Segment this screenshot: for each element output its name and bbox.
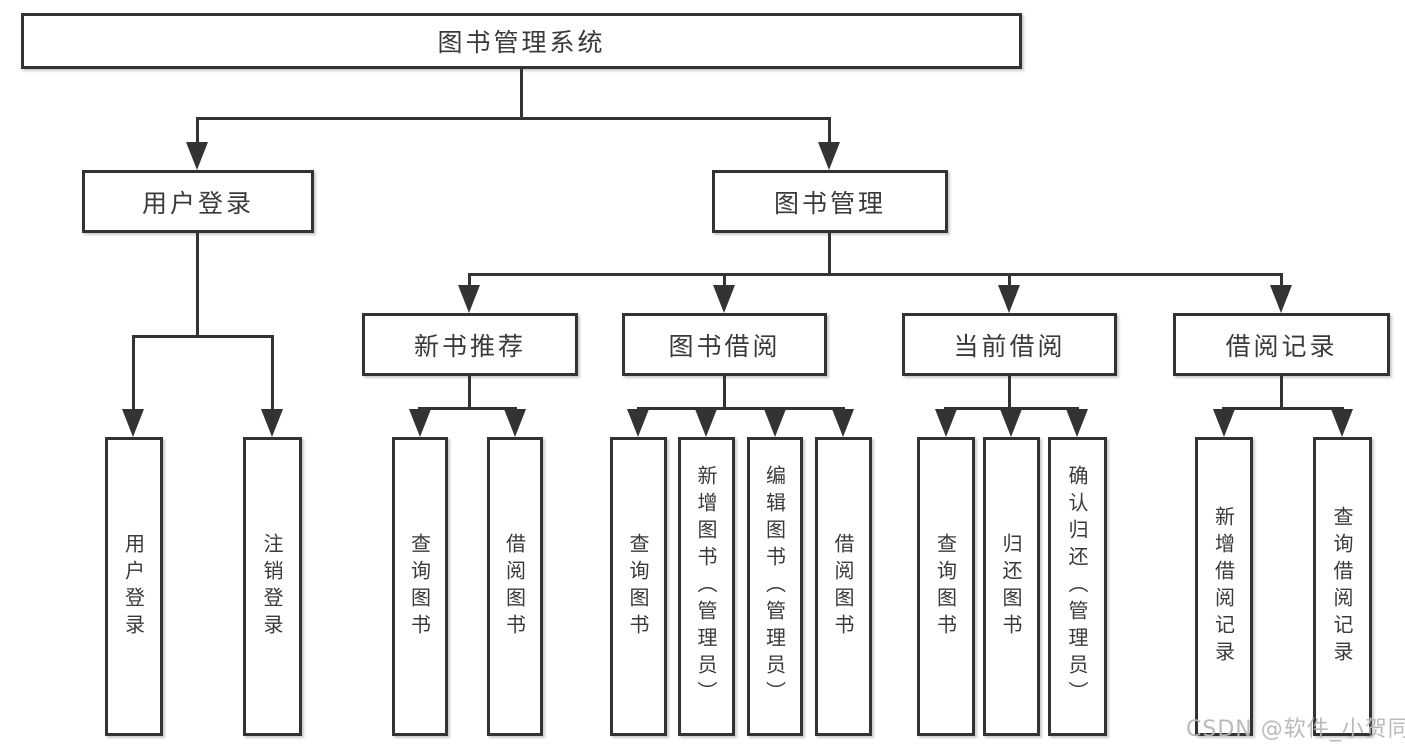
leaf-query-books-current: 查询图书 bbox=[917, 437, 975, 736]
leaf-confirm-return-admin: 确认归还（管理员） bbox=[1048, 437, 1107, 736]
connector-arrowhead-down bbox=[1331, 409, 1353, 437]
leaf-label: 查询图书 bbox=[626, 532, 650, 641]
leaf-borrow-books-borrowing: 借阅图书 bbox=[815, 437, 872, 736]
leaf-label: 归还图书 bbox=[999, 532, 1023, 641]
leaf-borrow-books-recommend: 借阅图书 bbox=[487, 437, 543, 736]
node-borrowing-records-label: 借阅记录 bbox=[1225, 331, 1338, 361]
leaf-query-books-borrowing: 查询图书 bbox=[610, 437, 667, 736]
leaf-edit-book-admin: 编辑图书（管理员） bbox=[747, 437, 803, 736]
leaf-label: 注销登录 bbox=[260, 532, 284, 641]
connector-arrowhead-down bbox=[832, 409, 854, 437]
connector-arrowhead-down bbox=[818, 142, 840, 170]
node-current-borrowing: 当前借阅 bbox=[902, 313, 1117, 376]
leaf-add-borrow-record: 新增借阅记录 bbox=[1195, 437, 1253, 736]
connector-hline bbox=[132, 335, 274, 338]
leaf-return-books: 归还图书 bbox=[983, 437, 1040, 736]
connector-vline bbox=[723, 376, 726, 407]
connector-hline bbox=[418, 407, 517, 410]
connector-arrowhead-down bbox=[998, 285, 1020, 313]
leaf-label: 确认归还（管理员） bbox=[1065, 465, 1089, 708]
connector-arrowhead-down bbox=[1066, 409, 1088, 437]
connector-arrowhead-down bbox=[504, 409, 526, 437]
leaf-label: 新增图书（管理员） bbox=[694, 465, 718, 708]
connector-arrowhead-down bbox=[122, 409, 144, 437]
connector-vline bbox=[723, 273, 726, 287]
node-book-borrowing: 图书借阅 bbox=[622, 313, 827, 376]
connector-arrowhead-down bbox=[261, 409, 283, 437]
connector-hline bbox=[637, 407, 845, 410]
node-user-login-label: 用户登录 bbox=[141, 188, 254, 218]
node-user-login: 用户登录 bbox=[82, 170, 314, 233]
connector-hline bbox=[468, 273, 1283, 276]
connector-arrowhead-down bbox=[1000, 409, 1022, 437]
leaf-label: 借阅图书 bbox=[831, 532, 855, 641]
node-root: 图书管理系统 bbox=[21, 13, 1022, 69]
connector-arrowhead-down bbox=[713, 285, 735, 313]
leaf-query-books-recommend: 查询图书 bbox=[392, 437, 448, 736]
connector-hline bbox=[1222, 407, 1344, 410]
leaf-add-book-admin: 新增图书（管理员） bbox=[678, 437, 735, 736]
leaf-label: 编辑图书（管理员） bbox=[762, 465, 787, 708]
node-new-book-recommend-label: 新书推荐 bbox=[413, 331, 526, 361]
connector-arrowhead-down bbox=[935, 409, 957, 437]
leaf-query-borrow-record: 查询借阅记录 bbox=[1313, 437, 1372, 736]
connector-hline bbox=[944, 407, 1079, 410]
connector-hline bbox=[196, 117, 831, 120]
connector-vline bbox=[1280, 273, 1283, 287]
connector-vline bbox=[828, 117, 831, 143]
leaf-label: 查询借阅记录 bbox=[1330, 505, 1354, 668]
watermark: CSDN @软件_小贺同学 bbox=[1186, 717, 1405, 742]
leaf-logout: 注销登录 bbox=[243, 437, 302, 736]
leaf-user-login: 用户登录 bbox=[105, 437, 163, 736]
leaf-label: 查询图书 bbox=[407, 532, 432, 641]
node-root-label: 图书管理系统 bbox=[437, 28, 606, 57]
connector-arrowhead-down bbox=[1213, 409, 1235, 437]
node-book-management-label: 图书管理 bbox=[773, 188, 886, 218]
leaf-label: 用户登录 bbox=[121, 532, 146, 641]
connector-arrowhead-down bbox=[409, 409, 431, 437]
connector-arrowhead-down bbox=[186, 142, 208, 170]
connector-vline bbox=[196, 233, 199, 335]
connector-vline bbox=[520, 69, 523, 117]
node-book-management: 图书管理 bbox=[712, 170, 948, 233]
connector-arrowhead-down bbox=[695, 409, 717, 437]
connector-vline bbox=[132, 335, 135, 410]
connector-vline bbox=[1008, 273, 1011, 287]
connector-vline bbox=[828, 233, 831, 273]
node-new-book-recommend: 新书推荐 bbox=[362, 313, 578, 376]
connector-vline bbox=[468, 273, 471, 287]
connector-vline bbox=[1280, 376, 1283, 407]
node-borrowing-records: 借阅记录 bbox=[1173, 313, 1390, 376]
connector-arrowhead-down bbox=[458, 285, 480, 313]
connector-arrowhead-down bbox=[627, 409, 649, 437]
node-current-borrowing-label: 当前借阅 bbox=[953, 331, 1066, 361]
leaf-label: 借阅图书 bbox=[502, 532, 527, 641]
leaf-label: 新增借阅记录 bbox=[1211, 505, 1236, 668]
connector-arrowhead-down bbox=[764, 409, 786, 437]
connector-vline bbox=[1008, 376, 1011, 407]
connector-vline bbox=[468, 376, 471, 407]
node-book-borrowing-label: 图书借阅 bbox=[668, 331, 781, 361]
connector-arrowhead-down bbox=[1270, 285, 1292, 313]
connector-vline bbox=[196, 117, 199, 143]
connector-vline bbox=[271, 335, 274, 410]
leaf-label: 查询图书 bbox=[933, 532, 958, 641]
